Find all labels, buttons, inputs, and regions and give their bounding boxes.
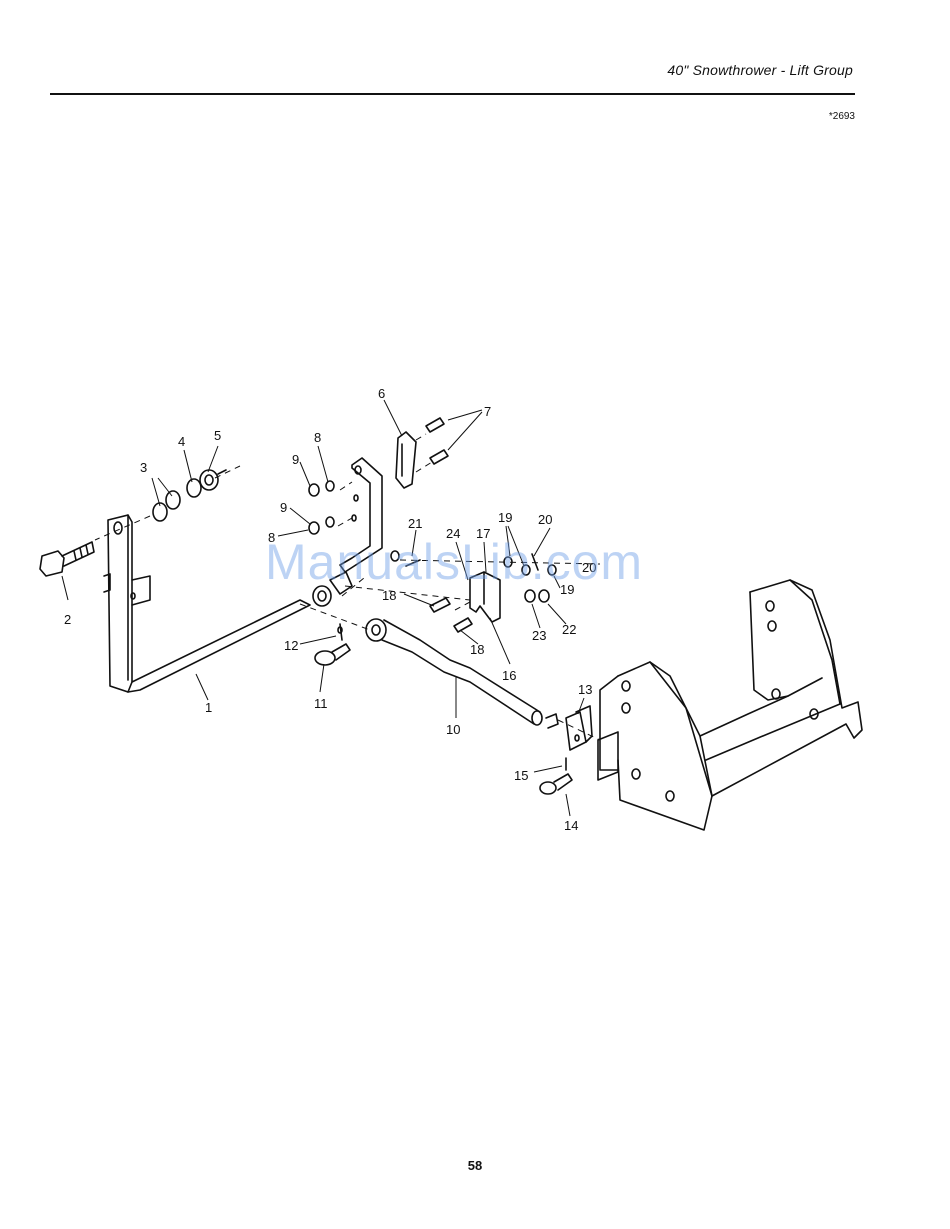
callout-7: 7 — [484, 404, 491, 419]
callout-10: 10 — [446, 722, 460, 737]
callout-18-lower: 18 — [470, 642, 484, 657]
lift-link-part — [366, 619, 558, 728]
callout-9-mid: 9 — [280, 500, 287, 515]
bolts-7 — [426, 418, 448, 464]
callout-13: 13 — [578, 682, 592, 697]
pin-11-12 — [313, 586, 350, 665]
callout-19-top: 19 — [498, 510, 512, 525]
callout-1: 1 — [205, 700, 212, 715]
watermark: ManualsLib.com — [265, 533, 643, 591]
clevis-13 — [540, 706, 592, 794]
callout-23: 23 — [532, 628, 546, 643]
callout-21: 21 — [408, 516, 422, 531]
link-part — [396, 432, 416, 488]
callout-4: 4 — [178, 434, 185, 449]
callout-12: 12 — [284, 638, 298, 653]
callout-6: 6 — [378, 386, 385, 401]
callout-14: 14 — [564, 818, 578, 833]
callout-11: 11 — [314, 696, 328, 711]
callout-22: 22 — [562, 622, 576, 637]
callout-16: 16 — [502, 668, 516, 683]
bolt-part — [40, 542, 94, 576]
page-number: 58 — [0, 1158, 950, 1173]
callout-15: 15 — [514, 768, 528, 783]
small-nuts — [309, 481, 334, 534]
callout-20-top: 20 — [538, 512, 552, 527]
callout-5: 5 — [214, 428, 221, 443]
callout-2: 2 — [64, 612, 71, 627]
callout-9-top: 9 — [292, 452, 299, 467]
callout-8-top: 8 — [314, 430, 321, 445]
mounting-frame — [598, 580, 862, 830]
callout-3: 3 — [140, 460, 147, 475]
